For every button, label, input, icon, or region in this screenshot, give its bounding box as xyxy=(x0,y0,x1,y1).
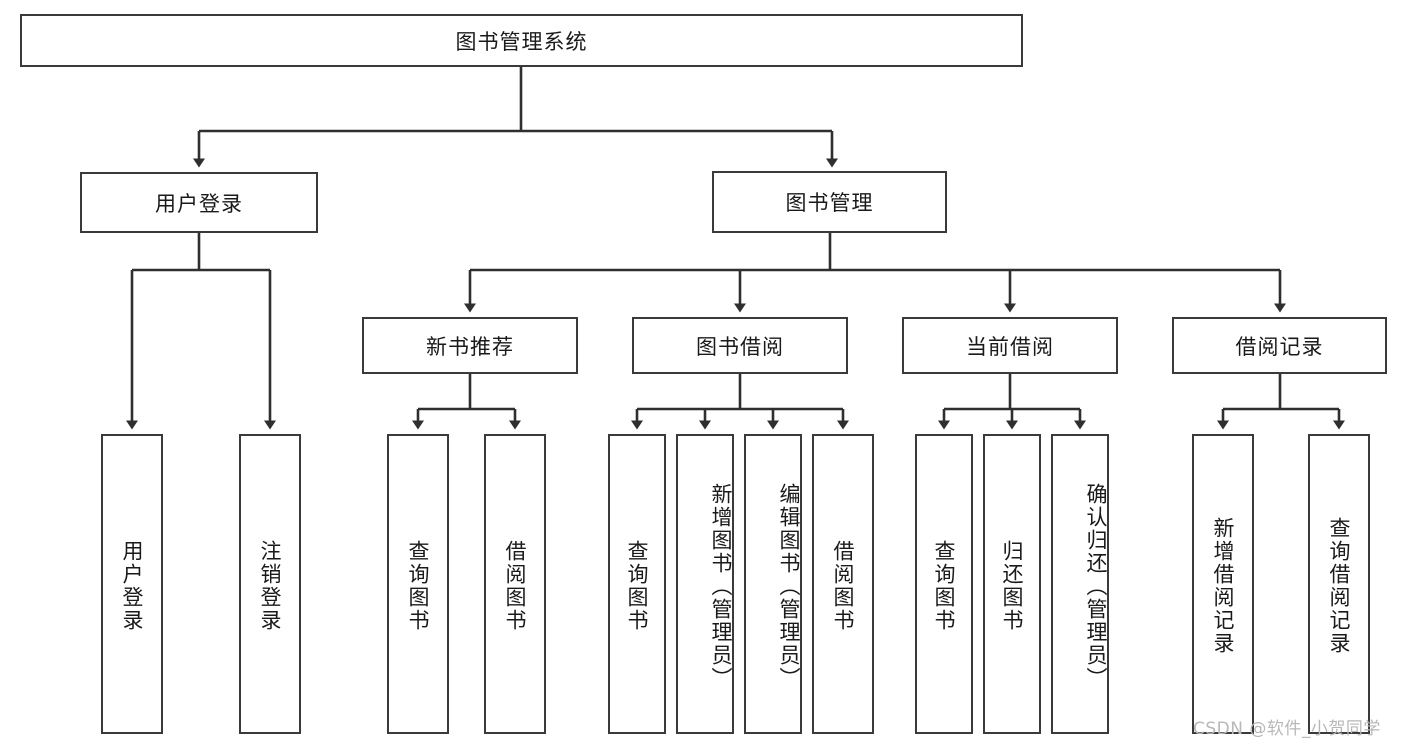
node-leaf-add-book-label: 新增图书（管理员） xyxy=(709,482,733,690)
node-root[interactable]: 图书管理系统 xyxy=(20,14,1023,67)
node-leaf-query-record[interactable]: 查询借阅记录 xyxy=(1308,434,1370,734)
node-user-login[interactable]: 用户登录 xyxy=(80,172,318,233)
node-leaf-borrow-book-1-label: 借阅图书 xyxy=(503,540,528,632)
node-new-book-recommend-label: 新书推荐 xyxy=(426,334,514,359)
node-leaf-edit-book-label: 编辑图书（管理员） xyxy=(777,482,801,690)
node-borrow-record[interactable]: 借阅记录 xyxy=(1172,317,1387,374)
node-leaf-query-book-3[interactable]: 查询图书 xyxy=(915,434,973,734)
node-leaf-borrow-book-1[interactable]: 借阅图书 xyxy=(484,434,546,734)
node-leaf-query-record-label: 查询借阅记录 xyxy=(1327,517,1352,655)
watermark-text: CSDN @软件_小贺同学 xyxy=(1193,719,1381,739)
node-leaf-query-book-1-label: 查询图书 xyxy=(406,540,431,632)
node-leaf-query-book-2-label: 查询图书 xyxy=(625,540,650,632)
node-leaf-user-login-label: 用户登录 xyxy=(120,540,145,632)
node-leaf-add-book[interactable]: 新增图书（管理员） xyxy=(676,434,734,734)
node-leaf-add-record-label: 新增借阅记录 xyxy=(1211,517,1236,655)
node-user-login-label: 用户登录 xyxy=(155,191,243,216)
node-leaf-borrow-book-2[interactable]: 借阅图书 xyxy=(812,434,874,734)
node-leaf-confirm-return[interactable]: 确认归还（管理员） xyxy=(1051,434,1109,734)
node-leaf-user-login[interactable]: 用户登录 xyxy=(101,434,163,734)
node-leaf-query-book-3-label: 查询图书 xyxy=(932,540,957,632)
node-leaf-query-book-1[interactable]: 查询图书 xyxy=(387,434,449,734)
node-leaf-logout-label: 注销登录 xyxy=(258,540,283,632)
node-root-label: 图书管理系统 xyxy=(455,29,588,54)
node-leaf-add-record[interactable]: 新增借阅记录 xyxy=(1192,434,1254,734)
node-leaf-logout[interactable]: 注销登录 xyxy=(239,434,301,734)
node-leaf-borrow-book-2-label: 借阅图书 xyxy=(831,540,856,632)
node-leaf-return-book-label: 归还图书 xyxy=(1000,540,1025,632)
node-leaf-edit-book[interactable]: 编辑图书（管理员） xyxy=(744,434,802,734)
node-book-manage[interactable]: 图书管理 xyxy=(712,171,947,233)
node-leaf-confirm-return-label: 确认归还（管理员） xyxy=(1084,482,1108,690)
node-book-manage-label: 图书管理 xyxy=(785,191,874,215)
node-current-borrow-label: 当前借阅 xyxy=(966,334,1054,359)
node-new-book-recommend[interactable]: 新书推荐 xyxy=(362,317,578,374)
node-current-borrow[interactable]: 当前借阅 xyxy=(902,317,1118,374)
node-borrow-record-label: 借阅记录 xyxy=(1235,334,1324,359)
node-book-borrow[interactable]: 图书借阅 xyxy=(632,317,848,374)
node-leaf-return-book[interactable]: 归还图书 xyxy=(983,434,1041,734)
node-book-borrow-label: 图书借阅 xyxy=(696,334,784,359)
node-leaf-query-book-2[interactable]: 查询图书 xyxy=(608,434,666,734)
